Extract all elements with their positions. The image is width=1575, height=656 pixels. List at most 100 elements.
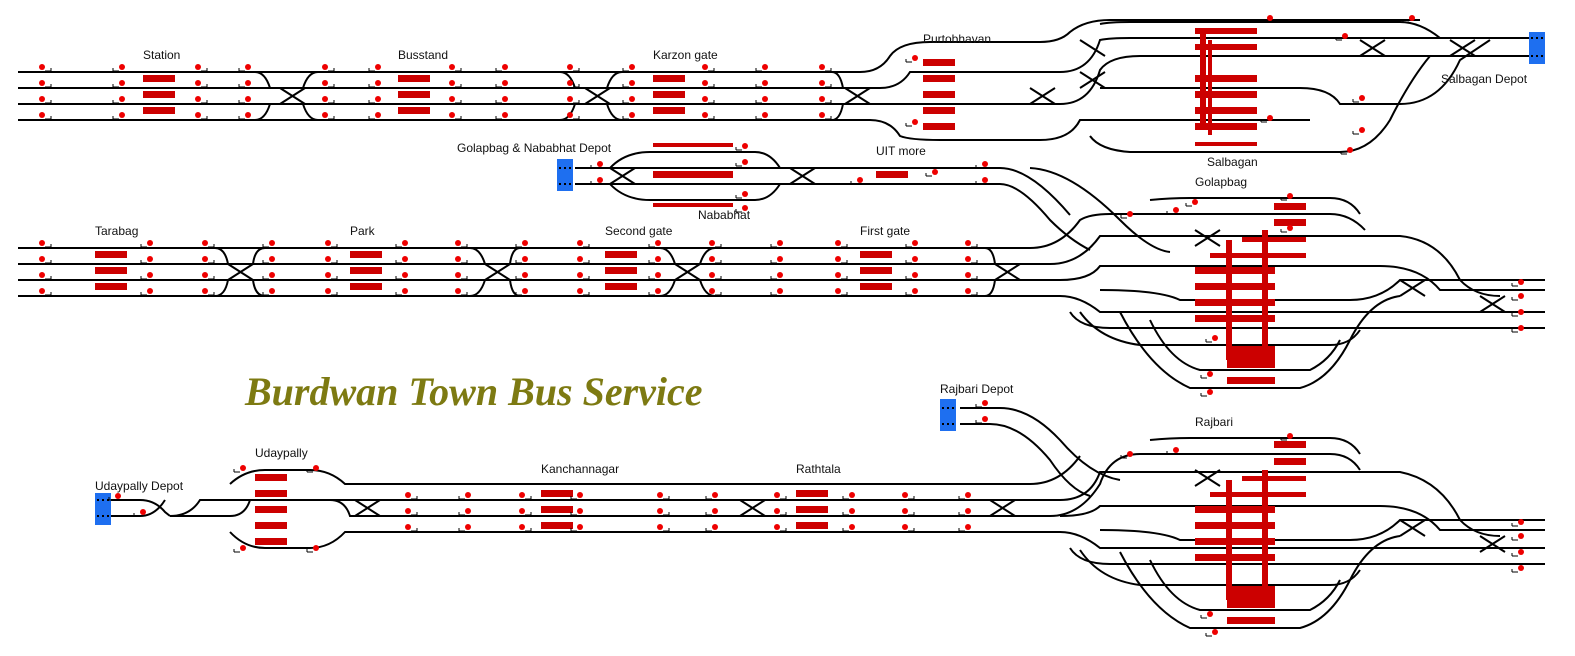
signal-icon[interactable] xyxy=(774,524,787,532)
station-label-udaypally[interactable]: Udaypally xyxy=(255,446,308,460)
signal-icon[interactable] xyxy=(842,524,855,532)
signal-icon[interactable] xyxy=(702,80,715,88)
signal-icon[interactable] xyxy=(112,112,125,120)
signal-icon[interactable] xyxy=(368,80,381,88)
signal-icon[interactable] xyxy=(322,64,335,72)
signal-icon[interactable] xyxy=(1185,199,1198,207)
signal-icon[interactable] xyxy=(195,64,208,72)
signal-icon[interactable] xyxy=(202,272,215,280)
signal-icon[interactable] xyxy=(140,288,153,296)
signal-icon[interactable] xyxy=(39,112,52,120)
signal-icon[interactable] xyxy=(306,545,319,553)
signal-icon[interactable] xyxy=(458,492,471,500)
signal-icon[interactable] xyxy=(322,112,335,120)
station-label-karzon-gate[interactable]: Karzon gate xyxy=(653,48,718,62)
signal-icon[interactable] xyxy=(965,288,978,296)
signal-icon[interactable] xyxy=(735,191,748,199)
station-label-busstand[interactable]: Busstand xyxy=(398,48,448,62)
signal-icon[interactable] xyxy=(975,177,988,185)
signal-icon[interactable] xyxy=(648,256,661,264)
signal-icon[interactable] xyxy=(325,240,338,248)
signal-icon[interactable] xyxy=(495,112,508,120)
signal-icon[interactable] xyxy=(368,112,381,120)
signal-icon[interactable] xyxy=(1200,389,1213,397)
signal-icon[interactable] xyxy=(770,240,783,248)
signal-icon[interactable] xyxy=(449,112,462,120)
signal-icon[interactable] xyxy=(325,288,338,296)
signal-icon[interactable] xyxy=(770,288,783,296)
depot-block-salbagan[interactable] xyxy=(1529,32,1545,64)
signal-icon[interactable] xyxy=(567,64,580,72)
signal-icon[interactable] xyxy=(702,64,715,72)
station-label-nababhat[interactable]: Nababhat xyxy=(698,208,751,222)
signal-icon[interactable] xyxy=(902,508,915,516)
signal-icon[interactable] xyxy=(577,272,590,280)
signal-icon[interactable] xyxy=(262,272,275,280)
signal-icon[interactable] xyxy=(306,465,319,473)
signal-icon[interactable] xyxy=(449,64,462,72)
signal-icon[interactable] xyxy=(262,240,275,248)
signal-icon[interactable] xyxy=(322,80,335,88)
signal-icon[interactable] xyxy=(1511,325,1524,333)
signal-icon[interactable] xyxy=(902,524,915,532)
signal-icon[interactable] xyxy=(1511,549,1524,557)
station-label-golapbag[interactable]: Golapbag xyxy=(1195,175,1247,189)
signal-icon[interactable] xyxy=(577,288,590,296)
signal-icon[interactable] xyxy=(835,272,848,280)
signal-icon[interactable] xyxy=(975,400,988,408)
signal-icon[interactable] xyxy=(449,80,462,88)
signal-icon[interactable] xyxy=(495,80,508,88)
signal-icon[interactable] xyxy=(515,288,528,296)
signal-icon[interactable] xyxy=(622,96,635,104)
signal-icon[interactable] xyxy=(238,96,251,104)
signal-icon[interactable] xyxy=(705,524,718,532)
signal-icon[interactable] xyxy=(965,272,978,280)
signal-icon[interactable] xyxy=(233,545,246,553)
signal-icon[interactable] xyxy=(322,96,335,104)
signal-icon[interactable] xyxy=(925,169,938,177)
signal-icon[interactable] xyxy=(657,508,670,516)
signal-icon[interactable] xyxy=(958,492,971,500)
signal-icon[interactable] xyxy=(1402,15,1415,23)
signal-icon[interactable] xyxy=(195,80,208,88)
signal-icon[interactable] xyxy=(140,240,153,248)
signal-icon[interactable] xyxy=(905,55,918,63)
station-label-second-gate[interactable]: Second gate xyxy=(605,224,673,238)
signal-icon[interactable] xyxy=(405,524,418,532)
signal-icon[interactable] xyxy=(702,112,715,120)
signal-icon[interactable] xyxy=(112,64,125,72)
signal-icon[interactable] xyxy=(1166,207,1179,215)
signal-icon[interactable] xyxy=(39,288,52,296)
signal-icon[interactable] xyxy=(39,96,52,104)
signal-icon[interactable] xyxy=(238,112,251,120)
signal-icon[interactable] xyxy=(735,205,748,213)
signal-icon[interactable] xyxy=(1335,33,1348,41)
signal-icon[interactable] xyxy=(755,80,768,88)
signal-icon[interactable] xyxy=(519,508,532,516)
signal-icon[interactable] xyxy=(590,177,603,185)
signal-icon[interactable] xyxy=(905,288,918,296)
signal-icon[interactable] xyxy=(495,64,508,72)
signal-icon[interactable] xyxy=(570,508,583,516)
station-label-purtobhavan[interactable]: Purtobhavan xyxy=(923,32,991,46)
signal-icon[interactable] xyxy=(368,64,381,72)
signal-icon[interactable] xyxy=(975,161,988,169)
signal-icon[interactable] xyxy=(455,272,468,280)
signal-icon[interactable] xyxy=(1166,447,1179,455)
signal-icon[interactable] xyxy=(515,256,528,264)
signal-icon[interactable] xyxy=(705,492,718,500)
signal-icon[interactable] xyxy=(958,524,971,532)
signal-icon[interactable] xyxy=(577,240,590,248)
signal-icon[interactable] xyxy=(325,272,338,280)
signal-icon[interactable] xyxy=(325,256,338,264)
signal-icon[interactable] xyxy=(709,240,722,248)
signal-icon[interactable] xyxy=(1340,147,1353,155)
signal-icon[interactable] xyxy=(515,272,528,280)
signal-icon[interactable] xyxy=(515,240,528,248)
signal-icon[interactable] xyxy=(622,112,635,120)
signal-icon[interactable] xyxy=(755,64,768,72)
signal-icon[interactable] xyxy=(657,492,670,500)
station-label-first-gate[interactable]: First gate xyxy=(860,224,910,238)
signal-icon[interactable] xyxy=(648,288,661,296)
signal-icon[interactable] xyxy=(567,80,580,88)
